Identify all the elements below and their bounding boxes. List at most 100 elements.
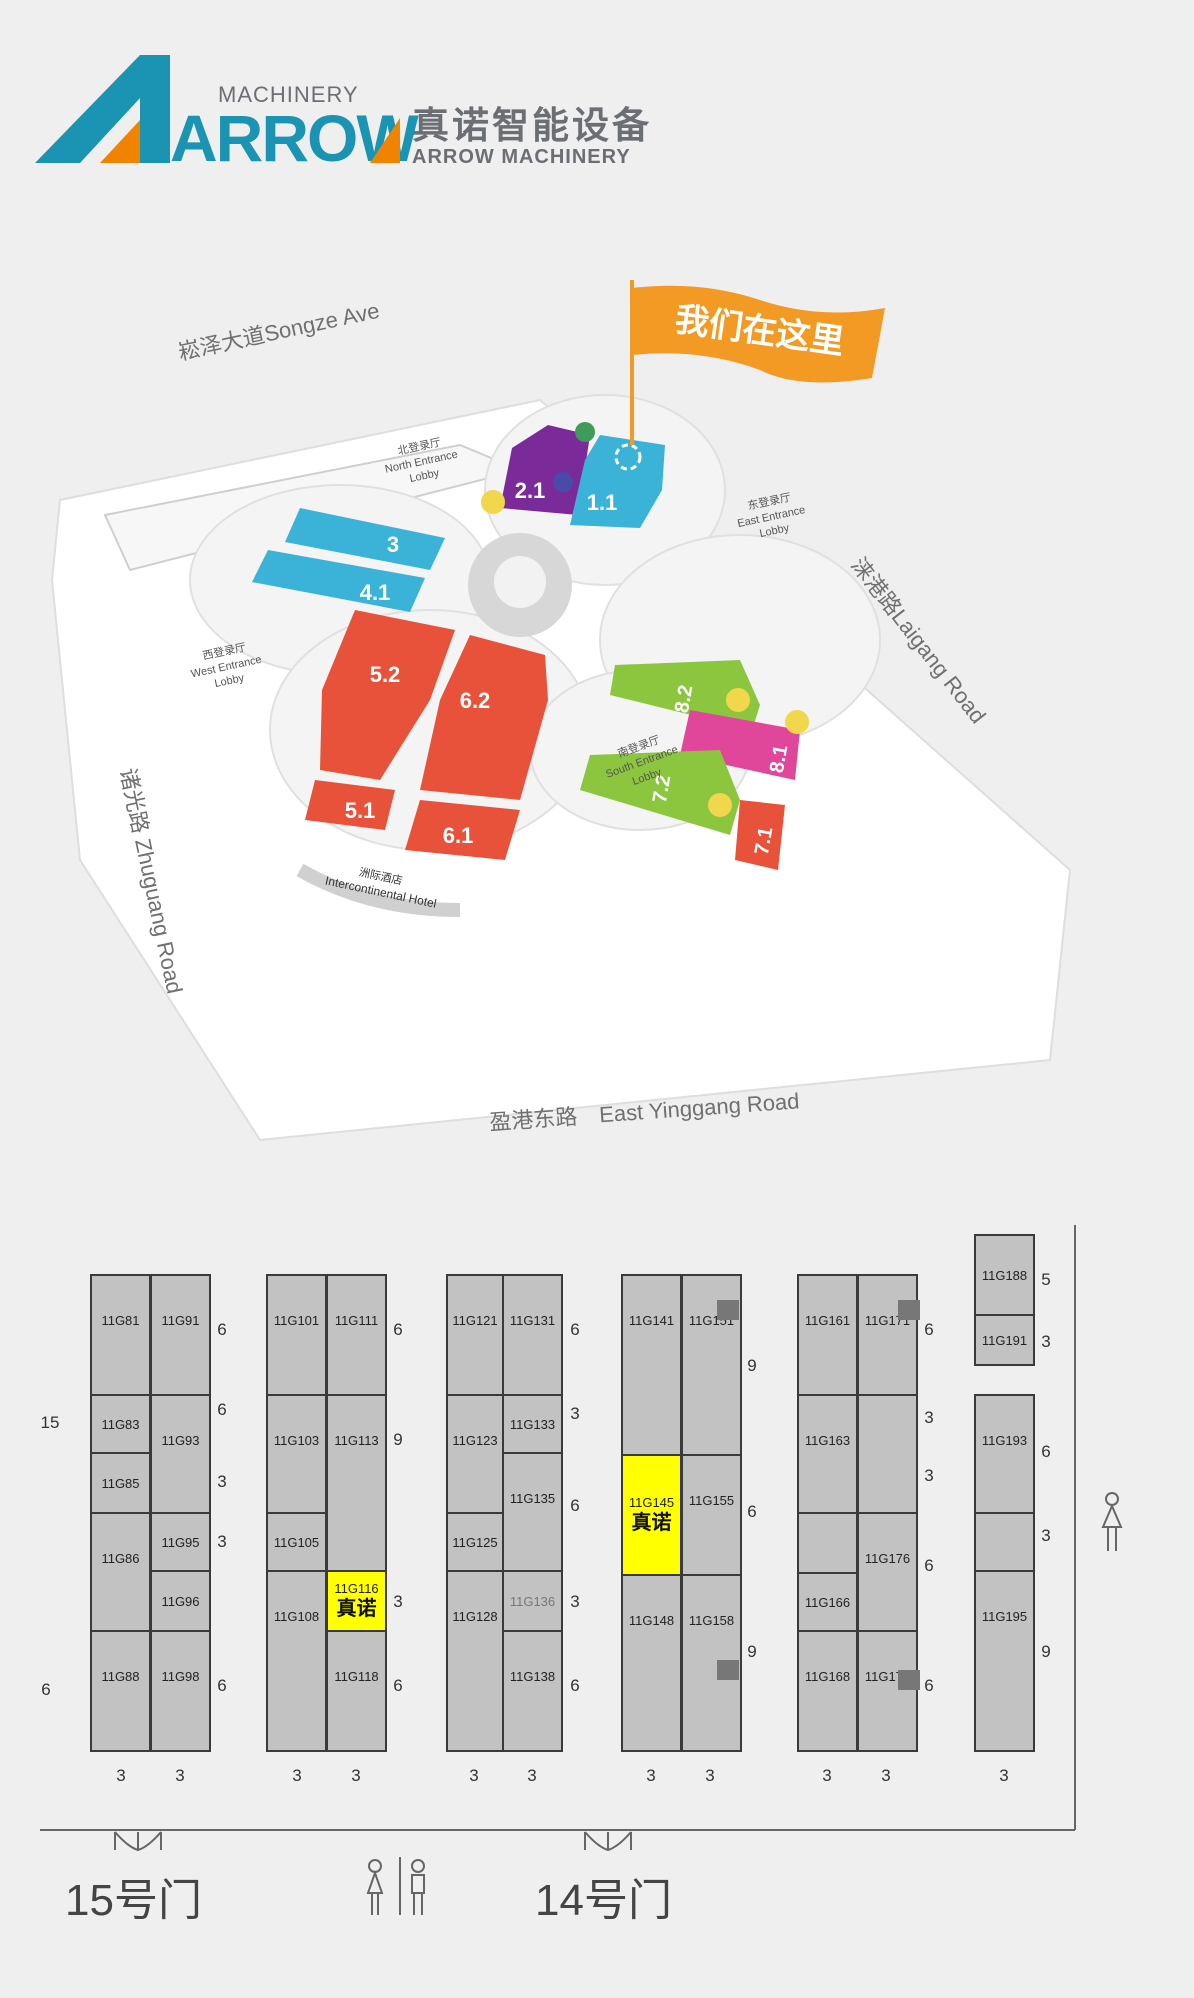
booth-11G166[interactable]: 11G166 [797,1572,858,1632]
dimension-label: 6 [924,1676,933,1695]
booth-11G101[interactable]: 11G101 [266,1274,327,1396]
booth-11G188[interactable]: 11G188 [974,1234,1035,1316]
booth-11G86[interactable]: 11G86 [90,1512,151,1632]
booth-label: 11G141 [629,1313,674,1328]
booth-11G128[interactable]: 11G128 [446,1570,504,1752]
venue-map: 2.1 1.1 3 4.1 5.2 6.2 5.1 6.1 8.2 8.1 7.… [0,260,1194,1160]
restaurant-icon [726,688,750,712]
logo-a-accent [100,120,140,163]
gate-14-label: 14号门 [535,1876,672,1925]
booth-11G105[interactable]: 11G105 [266,1512,327,1572]
booth-11G85[interactable]: 11G85 [90,1452,151,1514]
booth-11G135[interactable]: 11G135 [502,1452,563,1572]
booth-11G113[interactable]: 11G113 [326,1394,387,1572]
booth-11G148[interactable]: 11G148 [621,1574,682,1752]
booth-11G133[interactable]: 11G133 [502,1394,563,1454]
dimension-label: 9 [393,1430,402,1449]
dimension-label: 3 [570,1404,579,1423]
booth-label: 11G101 [274,1313,319,1328]
dimension-label: 6 [217,1676,226,1695]
booth-11G195[interactable]: 11G195 [974,1570,1035,1752]
booth-label: 11G166 [805,1595,850,1610]
dimension-label: 9 [747,1642,756,1661]
hall-3-label: 3 [387,532,399,557]
hall-6-2 [420,635,548,800]
logo-en-name: ARROW MACHINERY [412,146,631,168]
dimension-label: 3 [1041,1332,1050,1351]
booth-empty[interactable] [797,1512,858,1574]
dimension-label: 6 [570,1496,579,1515]
booth-11G111[interactable]: 11G111 [326,1274,387,1396]
booth-label: 11G145 [629,1495,674,1510]
booth-11G98[interactable]: 11G98 [150,1630,211,1752]
dimension-label: 3 [924,1466,933,1485]
booth-11G93[interactable]: 11G93 [150,1394,211,1514]
dimension-label: 9 [747,1356,756,1375]
booth-label: 11G136 [510,1594,555,1609]
hall-2-1 [500,425,590,515]
booth-11G118[interactable]: 11G118 [326,1630,387,1752]
booth-label: 11G176 [865,1551,910,1566]
info-icon [575,422,595,442]
booth-label: 11G133 [510,1417,555,1432]
restaurant-icon [481,490,505,514]
booth-11G141[interactable]: 11G141 [621,1274,682,1456]
booth-11G103[interactable]: 11G103 [266,1394,327,1514]
booth-11G123[interactable]: 11G123 [446,1394,504,1514]
hall-5-1-label: 5.1 [345,798,376,823]
booth-11G121[interactable]: 11G121 [446,1274,504,1396]
dimension-label: 5 [1041,1270,1050,1289]
booth-label: 11G83 [101,1417,139,1432]
booth-11G108[interactable]: 11G108 [266,1570,327,1752]
booth-label: 11G195 [982,1609,1027,1624]
booth-11G138[interactable]: 11G138 [502,1630,563,1752]
logo-cn-name: 真诺智能设备 [412,105,652,146]
dimension-label: 3 [570,1592,579,1611]
booth-11G161[interactable]: 11G161 [797,1274,858,1396]
restaurant-icon [785,710,809,734]
booth-label: 11G131 [510,1313,555,1328]
booth-empty[interactable] [857,1394,918,1514]
door-14[interactable] [584,1831,632,1852]
flag [632,285,885,383]
booth-11G83[interactable]: 11G83 [90,1394,151,1454]
booth-11G155[interactable]: 11G155 [681,1454,742,1576]
booth-empty[interactable] [974,1512,1035,1572]
hall-7-1-label: 7.1 [751,825,777,856]
booth-11G163[interactable]: 11G163 [797,1394,858,1514]
booth-11G136[interactable]: 11G136 [502,1570,563,1632]
booth-11G91[interactable]: 11G91 [150,1274,211,1396]
door-15[interactable] [114,1831,162,1852]
booth-11G193[interactable]: 11G193 [974,1394,1035,1514]
dimension-label: 3 [881,1766,890,1785]
booth-11G88[interactable]: 11G88 [90,1630,151,1752]
booth-11G125[interactable]: 11G125 [446,1512,504,1572]
dimension-label: 6 [570,1320,579,1339]
booth-label: 11G148 [629,1613,674,1628]
booth-label: 11G108 [274,1609,319,1624]
booth-11G131[interactable]: 11G131 [502,1274,563,1396]
booth-11G178[interactable]: 11G178 [857,1630,918,1752]
road-north-label: 崧泽大道Songze Ave [176,298,382,365]
booth-11G168[interactable]: 11G168 [797,1630,858,1752]
booth-11G191[interactable]: 11G191 [974,1314,1035,1366]
booth-label: 11G163 [805,1433,850,1448]
booth-11G81[interactable]: 11G81 [90,1274,151,1396]
booth-label: 11G103 [274,1433,319,1448]
dimension-label: 3 [822,1766,831,1785]
booth-label: 11G123 [452,1433,497,1448]
dimension-label: 6 [217,1320,226,1339]
booth-11G176[interactable]: 11G176 [857,1512,918,1632]
booth-11G171[interactable]: 11G171 [857,1274,918,1396]
booth-label: 11G98 [161,1669,199,1684]
hall-8-2-label: 8.2 [671,683,697,714]
booth-label: 11G168 [805,1669,850,1684]
dimension-label: 3 [705,1766,714,1785]
dimension-label: 3 [351,1766,360,1785]
booth-11G95[interactable]: 11G95 [150,1512,211,1572]
dimension-label: 3 [217,1532,226,1551]
booth-11G96[interactable]: 11G96 [150,1570,211,1632]
booth-label: 11G85 [101,1476,139,1491]
